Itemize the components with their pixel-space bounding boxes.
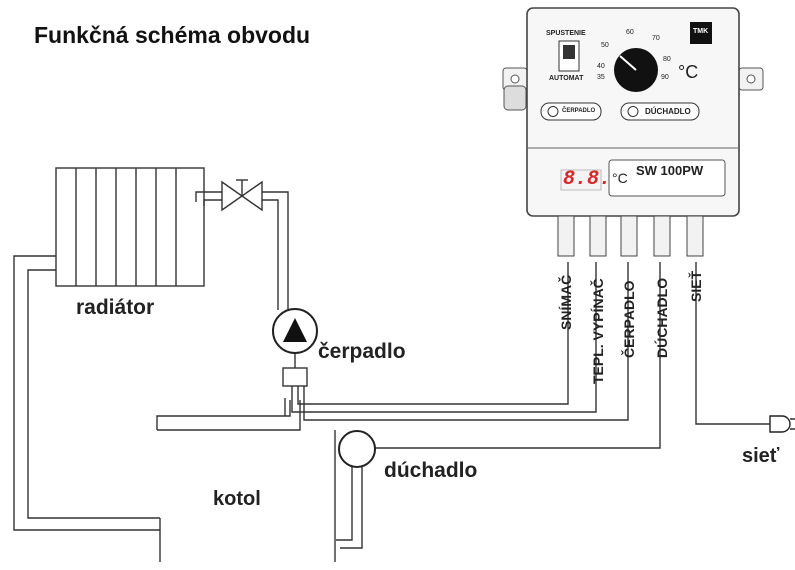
dial-tick-35: 35 [597,74,605,81]
terminal-mains: SIEŤ [688,270,704,302]
led-blower-label[interactable]: DÚCHADLO [645,107,691,116]
dial-tick-80: 80 [663,56,671,63]
logo-text: TMK [693,28,709,35]
terminal-thermostat: TEPL. VYPÍNAČ [590,278,606,384]
pump-label: čerpadlo [318,340,406,363]
switch-top-label: SPUSTENIE [546,30,586,37]
led-display [560,169,602,191]
display-unit: °C [612,170,628,186]
plug-icon [769,415,795,433]
mains-label: sieť [742,445,780,467]
radiator-body [55,167,205,287]
blower-label: dúchadlo [384,459,478,482]
terminal-blower: DÚCHADLO [654,277,670,358]
dial-tick-90: 90 [661,74,669,81]
pump-connector [282,367,308,387]
page-title: Funkčná schéma obvodu [34,22,311,48]
dial-tick-40: 40 [597,63,605,70]
boiler-label: kotol [213,488,261,510]
led-pump-label[interactable]: ČERPADLO [562,108,596,114]
blower-icon [338,430,376,468]
dial-unit: °C [678,62,699,82]
model-label: SW 100PW [636,163,704,178]
brand-logo [690,22,712,44]
dial-tick-60: 60 [626,29,634,36]
dial-tick-70: 70 [652,35,660,42]
display-digits: 8.8. [563,168,612,191]
radiator-label: radiátor [76,296,155,319]
controller-device [502,7,764,257]
switch-bottom-label: AUTOMAT [549,75,584,82]
terminal-sensor: SNÍMAČ [558,274,574,330]
dial-tick-50: 50 [601,42,609,49]
terminal-pump: ČERPADLO [621,280,637,358]
valve-icon [221,179,263,212]
pump-icon [272,308,318,354]
